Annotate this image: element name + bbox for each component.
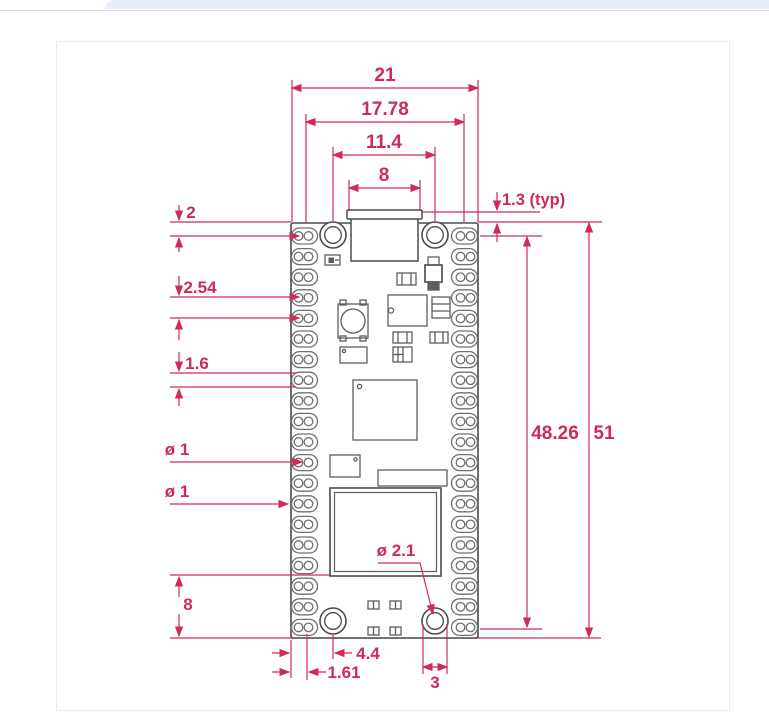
crystal [329,454,361,478]
mount-hole-leader [378,562,435,616]
dim-mount-hole-dia-label: ø 2.1 [377,541,416,560]
rf-shield [329,487,442,577]
small-chip [339,346,368,364]
test-pads [367,600,402,636]
led [324,254,341,266]
dim-usb-width-label: 8 [379,165,390,186]
dim-overall-height-label: 51 [593,423,615,444]
page-divider-line [0,10,769,11]
dim-hole-span-label: 11.4 [366,132,402,153]
striped-component [392,346,413,363]
resistor [396,272,417,286]
dim-edge-pin-center-label: 1.61 [327,663,360,682]
dim-overall-width-label: 21 [374,65,396,86]
dim-pin-pitch-label: 2.54 [183,278,217,297]
capacitor [392,331,413,344]
bootsel-button [337,299,369,342]
usb-connector [346,209,423,262]
diode [424,256,443,291]
dim-usb-overhang-label: 1.3 (typ) [502,191,565,209]
dim-pin-span-width-label: 17.78 [361,99,409,120]
dim-pad-height-label: 1.6 [185,354,209,373]
dimension-lines [170,80,602,680]
dim-hole-pad-label: 3 [430,673,439,692]
soic-chip [387,294,428,327]
dim-edge-to-pin-label: 2 [186,203,195,222]
mounting-holes [319,221,449,635]
dim-hole-offset-label: 4.4 [356,644,380,663]
dim-bottom-section-label: 8 [183,595,192,614]
board-components [324,254,451,636]
dim-castellation-dia-label: ø 1 [165,482,190,501]
browser-chrome-strip [105,0,769,9]
three-pad-component [431,296,451,319]
dim-pin-hole-dia-label: ø 1 [165,440,190,459]
capacitor [429,331,449,344]
wide-component [377,469,448,487]
dim-pin-span-height-label: 48.26 [531,423,579,444]
dimension-labels: 21 17.78 11.4 8 1.3 (typ) 2 2.54 1.6 ø 1… [165,65,615,692]
mcu-chip [352,379,418,441]
